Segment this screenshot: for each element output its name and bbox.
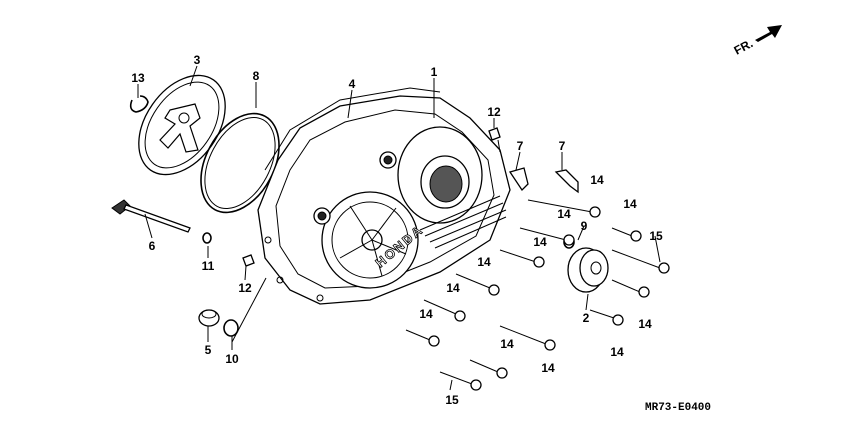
- callout-7b: 7: [559, 139, 566, 153]
- bolt: [499, 325, 556, 351]
- part-12-dowel-pin-upper: [488, 127, 501, 141]
- callout-6: 6: [149, 239, 156, 253]
- callout-14a: 14: [590, 173, 604, 187]
- part-7-bracket-b: [554, 169, 579, 194]
- leader-lines: [137, 65, 661, 391]
- bolt: [589, 309, 624, 326]
- callout-14f: 14: [446, 281, 460, 295]
- callout-14i: 14: [610, 345, 624, 359]
- callout-12b: 12: [238, 281, 252, 295]
- part-3-cover-plate: [138, 74, 226, 176]
- callout-2: 2: [583, 311, 590, 325]
- part-6-dipstick: [111, 199, 191, 233]
- callout-8: 8: [253, 69, 260, 83]
- direction-label: FR.: [732, 36, 756, 57]
- callout-12a: 12: [487, 105, 501, 119]
- callout-10: 10: [225, 352, 239, 366]
- part-11-o-ring: [202, 232, 212, 244]
- front-arrow-icon: [755, 25, 782, 42]
- part-2-pulley: [567, 247, 609, 293]
- bolt: [423, 299, 466, 322]
- bolt: [611, 279, 650, 298]
- callout-5: 5: [205, 343, 212, 357]
- bolt: [611, 227, 642, 242]
- callout-1: 1: [431, 65, 438, 79]
- bolt: [611, 249, 670, 274]
- diagram-code: MR73-E0400: [645, 402, 711, 414]
- part-1-crankcase-cover: HONDA: [257, 95, 511, 305]
- part-4-gasket: [264, 87, 441, 171]
- bolt: [519, 227, 575, 246]
- callout-labels: 1 2 3 4 5 6 7 7 8 9 10 11 12 12 13 14 14…: [131, 53, 663, 407]
- part-7-bracket-a: [508, 167, 529, 192]
- callout-14e: 14: [477, 255, 491, 269]
- callout-14k: 14: [541, 361, 555, 375]
- callout-14j: 14: [500, 337, 514, 351]
- callout-13: 13: [131, 71, 145, 85]
- part-13-clip: [129, 95, 149, 113]
- bolt: [527, 199, 601, 218]
- front-direction-indicator: FR.: [732, 25, 782, 58]
- callout-14c: 14: [557, 207, 571, 221]
- callout-4: 4: [349, 77, 356, 91]
- part-5-plug: [198, 309, 220, 327]
- bolt-group: [405, 199, 670, 391]
- callout-11: 11: [202, 259, 215, 273]
- callout-7a: 7: [517, 139, 524, 153]
- bolt: [455, 273, 500, 296]
- callout-14b: 14: [623, 197, 637, 211]
- part-12-dowel-pin: [242, 254, 255, 267]
- bolt: [405, 329, 440, 347]
- callout-14d: 14: [533, 235, 547, 249]
- callout-14h: 14: [638, 317, 652, 331]
- callout-3: 3: [194, 53, 201, 67]
- callout-14g: 14: [419, 307, 433, 321]
- bolt: [439, 371, 482, 391]
- callout-15b: 15: [445, 393, 459, 407]
- callout-15a: 15: [649, 229, 663, 243]
- bolt: [499, 249, 545, 268]
- bolt: [469, 359, 508, 379]
- callout-9: 9: [581, 219, 588, 233]
- part-10-washer: [223, 319, 239, 337]
